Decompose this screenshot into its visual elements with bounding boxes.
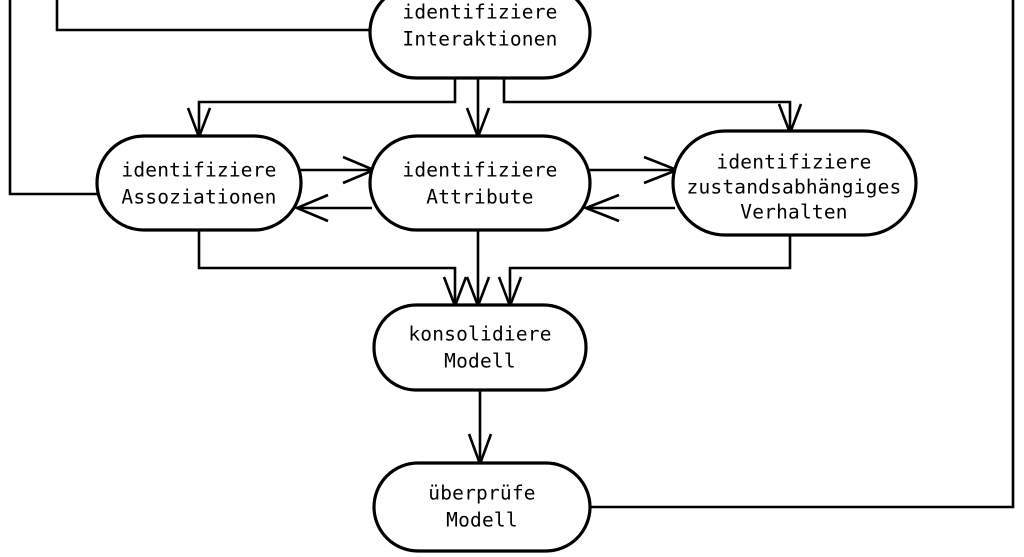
arrowhead-attribute-assoziationen — [293, 193, 329, 223]
node-label-assoziationen-line2: Assoziationen — [121, 186, 276, 209]
node-label-interaktionen-line2: Interaktionen — [402, 28, 557, 51]
node-konsolidiere-modell[interactable]: konsolidiere Modell — [372, 303, 588, 392]
arrowhead-zustandsverhalten-attribute — [582, 193, 620, 223]
node-label-attribute-line1: identifiziere — [402, 159, 557, 182]
node-label-konsolidiere-line1: konsolidiere — [408, 323, 551, 346]
edge-interaktionen-to-zustandsverhalten — [502, 78, 792, 131]
edge-layer — [8, 0, 1015, 509]
node-label-ueberpruefe-line1: überprüfe — [428, 482, 535, 505]
node-label-zustandsverhalten-line3: Verhalten — [740, 201, 847, 224]
edge-loop-into-assoziationen — [8, 0, 99, 196]
edge-ueberpruefe-to-offscreen-right — [588, 0, 1015, 509]
node-shape-assoziationen — [95, 134, 303, 232]
node-shape-konsolidiere — [372, 303, 588, 392]
edge-loop-into-interaktionen — [55, 0, 370, 32]
node-shape-interaktionen — [368, 0, 592, 80]
node-shape-ueberpruefe — [372, 461, 592, 553]
edge-zustandsverhalten-to-konsolidiere — [508, 235, 792, 305]
node-label-attribute-line2: Attribute — [426, 186, 533, 209]
node-identifiziere-zustandsabhaengiges-verhalten[interactable]: identifiziere zustandsabhängiges Verhalt… — [671, 129, 918, 237]
edge-interaktionen-to-assoziationen — [197, 78, 457, 136]
node-ueberpruefe-modell[interactable]: überprüfe Modell — [372, 461, 592, 553]
node-label-ueberpruefe-line2: Modell — [446, 509, 518, 532]
node-shape-zustandsverhalten — [671, 129, 918, 237]
node-label-zustandsverhalten-line1: identifiziere — [716, 151, 871, 174]
node-identifiziere-interaktionen[interactable]: identifiziere Interaktionen — [368, 0, 592, 80]
node-label-assoziationen-line1: identifiziere — [121, 159, 276, 182]
node-label-interaktionen-line1: identifiziere — [402, 1, 557, 24]
node-identifiziere-assoziationen[interactable]: identifiziere Assoziationen — [95, 134, 303, 232]
node-label-konsolidiere-line2: Modell — [444, 350, 516, 373]
node-identifiziere-attribute[interactable]: identifiziere Attribute — [368, 134, 592, 232]
node-shape-attribute — [368, 134, 592, 232]
node-layer: identifiziere Interaktionen identifizier… — [95, 0, 918, 553]
node-label-zustandsverhalten-line2: zustandsabhängiges — [687, 176, 902, 199]
edge-assoziationen-to-konsolidiere — [197, 230, 457, 305]
